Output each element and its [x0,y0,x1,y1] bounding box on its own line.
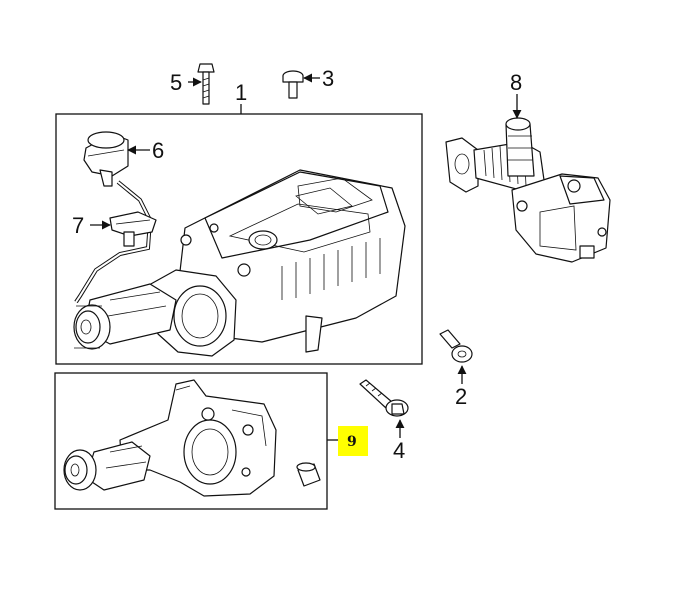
callout-5: 5 [170,70,182,95]
bolt-4[interactable] [359,379,409,417]
callout-3: 3 [322,66,334,91]
supercharger-housing[interactable] [63,379,277,497]
callout-9-highlight [338,426,368,456]
callout-1: 1 [235,80,247,105]
bypass-valve-assembly[interactable] [445,117,611,263]
bushing[interactable] [296,462,321,487]
map-sensor[interactable] [109,211,157,247]
callout-8: 8 [510,70,522,95]
callout-6: 6 [152,138,164,163]
bolt-2[interactable] [439,329,473,363]
vacuum-actuator[interactable] [83,131,129,187]
assembly-frame [55,113,423,365]
callout-9: 9 [347,434,357,450]
bolt-5[interactable] [197,63,215,105]
callout-2: 2 [455,384,467,409]
supercharger-assembly[interactable] [73,169,406,357]
callout-4: 4 [393,438,405,463]
bolt-3[interactable] [282,70,304,99]
housing-frame [54,372,328,510]
callout-7: 7 [72,213,84,238]
